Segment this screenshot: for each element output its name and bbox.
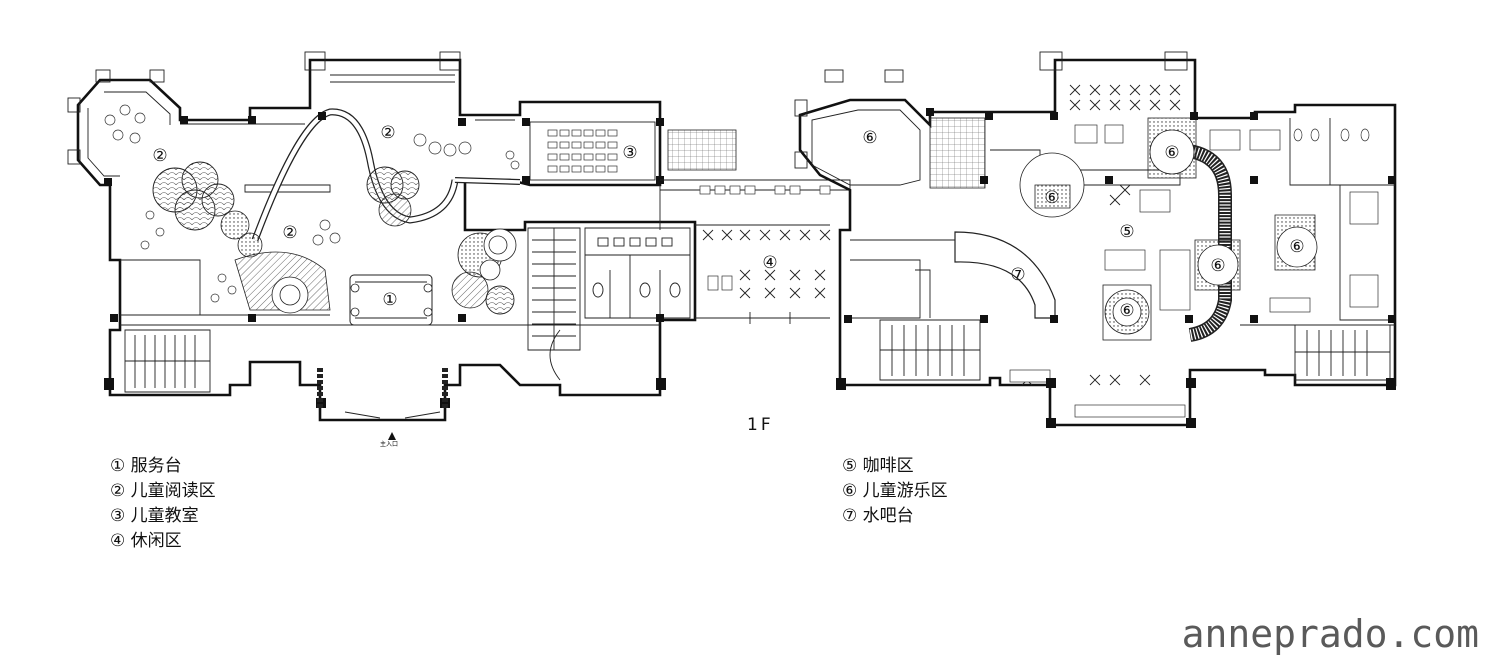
legend-left: ① 服务台 ② 儿童阅读区 ③ 儿童教室 ④ 休闲区 — [110, 454, 216, 554]
reading-tree-sculptures — [152, 161, 517, 315]
classroom-desks — [529, 121, 656, 181]
marker-play-4: ⑥ — [1289, 237, 1304, 257]
marker-reading-1: ② — [152, 146, 167, 166]
marker-play-6: ⑥ — [1119, 301, 1134, 321]
marker-play-1: ⑥ — [862, 128, 877, 148]
marker-play-3: ⑥ — [1164, 143, 1179, 163]
marker-play-5: ⑥ — [1210, 256, 1225, 276]
right-wing — [794, 51, 1397, 428]
legend-item-play: ⑥ 儿童游乐区 — [842, 481, 948, 501]
legend-item-reading: ② 儿童阅读区 — [110, 481, 216, 501]
marker-classroom: ③ — [622, 143, 637, 163]
marker-service-desk: ① — [382, 290, 397, 310]
columns-left — [104, 112, 666, 408]
marker-water-bar: ⑦ — [1010, 265, 1025, 285]
stair-right-a — [879, 319, 981, 381]
watermark: anneprado.com — [1181, 612, 1479, 656]
play-pods — [1019, 117, 1318, 341]
marker-play-2: ⑥ — [1044, 188, 1059, 208]
legend-item-service-desk: ① 服务台 — [110, 456, 182, 476]
legend-item-cafe: ⑤ 咖啡区 — [842, 456, 914, 476]
legend-right: ⑤ 咖啡区 ⑥ 儿童游乐区 ⑦ 水吧台 — [842, 454, 948, 529]
reading-seats — [104, 104, 520, 303]
columns-right — [836, 108, 1396, 428]
marker-lounge: ④ — [762, 253, 777, 273]
stair-center — [527, 227, 581, 381]
restroom-left-block — [584, 227, 691, 319]
legend-item-lounge: ④ 休闲区 — [110, 531, 182, 551]
floor-label: 1F — [747, 415, 774, 435]
entrance-label: 主入口 — [380, 440, 398, 448]
stair-left — [124, 329, 211, 393]
area-markers: ② ② ② ① ③ ④ ⑤ ⑥ ⑥ ⑥ ⑥ ⑥ ⑥ ⑦ — [152, 123, 1304, 321]
marker-reading-2: ② — [380, 123, 395, 143]
exterior-ramp — [667, 129, 737, 171]
marker-reading-3: ② — [282, 223, 297, 243]
lounge-connector — [660, 179, 851, 324]
left-wing — [67, 51, 737, 440]
stair-right-b — [1294, 324, 1391, 381]
legend-item-water-bar: ⑦ 水吧台 — [842, 506, 914, 526]
marker-cafe: ⑤ — [1119, 222, 1134, 242]
legend-item-classroom: ③ 儿童教室 — [110, 506, 199, 526]
service-desk — [349, 274, 433, 326]
